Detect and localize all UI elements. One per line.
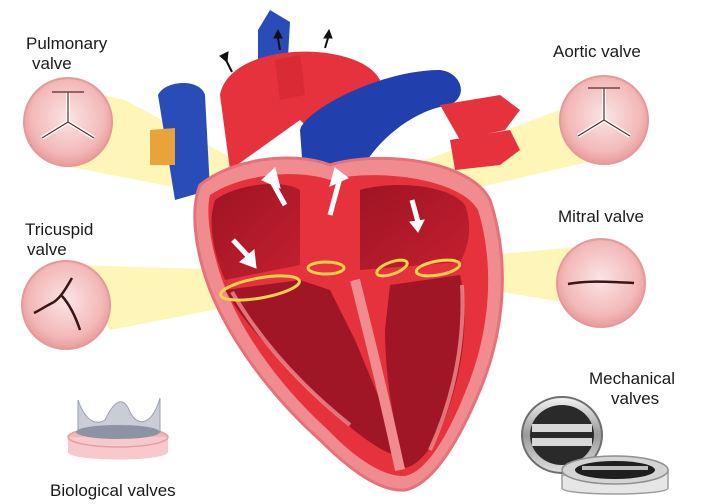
right-ventricle xyxy=(225,280,395,455)
flow-arrows xyxy=(231,167,425,269)
biological-valve-image xyxy=(67,397,169,460)
label-aortic-valve: Aortic valve xyxy=(553,42,641,61)
right-atrium xyxy=(211,183,300,280)
outflow-arrows xyxy=(219,28,333,73)
mechanical-valves-image xyxy=(521,396,669,495)
heart xyxy=(193,156,504,492)
valve-disc-aortic xyxy=(559,75,649,165)
valve-disc-tricuspid xyxy=(21,260,111,350)
valve-disc-mitral xyxy=(556,238,646,328)
pulmonary-artery-left xyxy=(150,128,175,165)
valve-disc-pulmonary xyxy=(23,77,113,167)
label-biological-valves: Biological valves xyxy=(50,481,176,500)
arrow-mitral xyxy=(409,219,425,233)
endocardium-left xyxy=(428,284,465,451)
label-pulmonary-valve: Pulmonary valve xyxy=(26,34,108,73)
pulmonary-veins-right xyxy=(440,95,520,140)
endocardium-right xyxy=(230,290,352,427)
label-mechanical-valves: Mechanical valves xyxy=(589,369,675,408)
pulmonary-veins-right-2 xyxy=(450,130,520,170)
tricuspid-ring xyxy=(219,274,301,302)
label-mitral-valve: Mitral valve xyxy=(558,207,644,226)
septum xyxy=(350,278,405,472)
superior-vena-cava xyxy=(158,82,210,200)
aorta-top-branch xyxy=(275,55,305,100)
mitral-ring xyxy=(414,258,462,278)
pulmonary-ring-inner xyxy=(306,260,346,276)
aortic-ring-inner xyxy=(375,258,409,278)
label-tricuspid-valve: Tricuspid valve xyxy=(25,220,94,259)
valve-rings xyxy=(219,258,462,302)
arrow-tricuspid xyxy=(239,249,257,269)
left-ventricle xyxy=(385,275,465,468)
